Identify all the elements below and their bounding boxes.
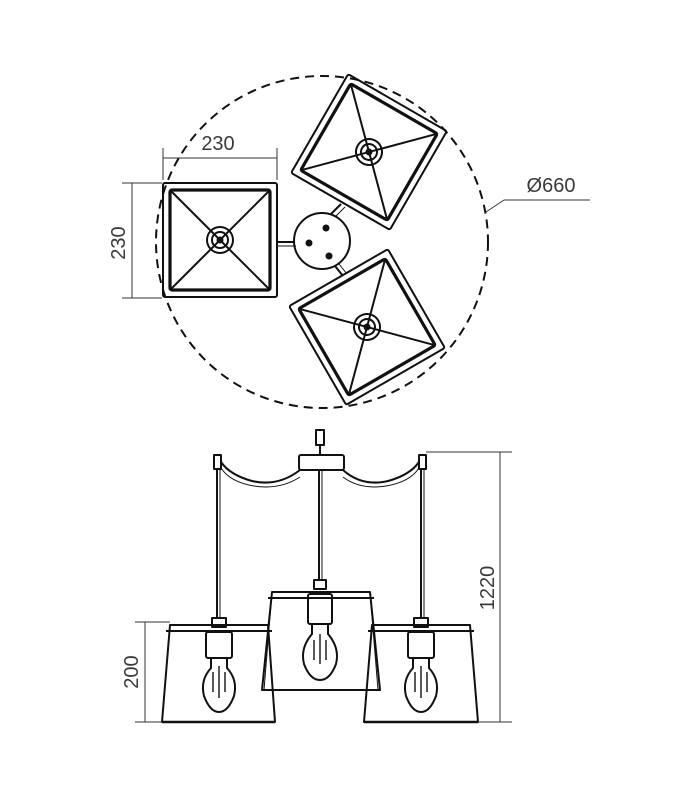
- side-shade-left: [161, 617, 276, 724]
- shade-depth-dimension: 230: [108, 182, 162, 299]
- top-canopy: [293, 212, 351, 270]
- diameter-label: Ø660: [527, 175, 576, 197]
- top-view: 230 230 Ø660: [108, 73, 590, 409]
- total-height-dimension: 1220: [426, 451, 512, 723]
- shade-depth-label: 230: [108, 226, 130, 259]
- side-cables-curved: [220, 461, 420, 488]
- side-view: 200 1220: [121, 429, 512, 724]
- shade-height-dimension: 200: [121, 621, 170, 723]
- side-canopy: [298, 445, 345, 471]
- top-shade-left: [162, 182, 278, 298]
- shade-height-label: 200: [121, 655, 143, 688]
- side-shade-center: [261, 579, 381, 691]
- top-arms: [277, 203, 348, 277]
- overall-diameter-circle: [155, 75, 489, 409]
- top-shade-lower-right: [288, 248, 446, 406]
- side-shade-right: [363, 617, 479, 724]
- top-shade-upper-right: [290, 73, 448, 231]
- total-height-label: 1220: [477, 566, 499, 611]
- diameter-leader: Ø660: [485, 175, 590, 213]
- shade-width-dimension: 230: [162, 133, 278, 180]
- suspension-cables: [216, 469, 425, 618]
- shade-width-label: 230: [201, 133, 234, 155]
